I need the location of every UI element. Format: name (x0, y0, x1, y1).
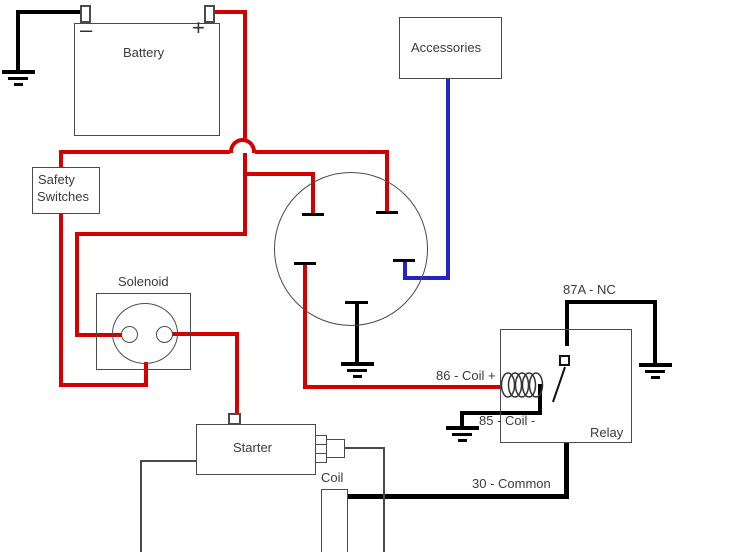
wire-ignition-ground (355, 303, 359, 364)
relay-label: Relay (590, 425, 624, 440)
wire-relay-85-horizontal (460, 411, 542, 415)
wire-accessories-vertical (446, 79, 450, 280)
wire-battery-negative-horizontal (16, 10, 82, 14)
relay-internals (500, 355, 570, 403)
solenoid-terminal-left (121, 326, 138, 343)
wire-solenoid-to-starter-horizontal (168, 332, 239, 336)
wire-ignition-to-relay-vertical (303, 265, 307, 389)
ground-symbol-relay-87a (637, 363, 673, 379)
wire-safety-switch-vertical (59, 150, 63, 387)
wire-starter-to-coil-horizontal (345, 447, 384, 449)
starter-top-terminal (228, 413, 241, 425)
wire-battery-negative-vertical (16, 10, 20, 72)
solenoid-box (96, 293, 191, 370)
relay-switch-contact (559, 355, 570, 366)
starter-label: Starter (233, 440, 273, 455)
ground-symbol-battery (0, 70, 36, 86)
wire-crossover-hump (229, 138, 256, 153)
battery-terminal-positive (204, 5, 215, 23)
wire-safety-to-ignition-right (255, 150, 389, 154)
ignition-terminal-right (393, 259, 415, 262)
safety-switches-label-line2: Switches (37, 189, 90, 204)
wire-to-solenoid-horizontal-upper (75, 232, 247, 236)
wire-solenoid-bottom-stub (144, 362, 148, 387)
ground-symbol-ignition (339, 362, 375, 378)
relay-coil-winding (500, 372, 544, 398)
wire-starter-left-horizontal (140, 460, 196, 462)
battery-minus-sign: – (80, 17, 93, 42)
ignition-switch-circle (274, 172, 428, 326)
ignition-terminal-top-right (376, 211, 398, 214)
relay-box (500, 329, 632, 443)
wire-battery-positive-horizontal (213, 10, 247, 14)
relay-87a-label: 87A - NC (563, 282, 616, 297)
relay-switch-arm (552, 366, 566, 403)
safety-switches-label-line1: Safety (38, 172, 75, 187)
wire-accessories-horizontal (403, 276, 450, 280)
wire-solenoid-to-starter-vertical (235, 332, 239, 418)
battery-label: Battery (123, 45, 165, 60)
ignition-terminal-left (294, 262, 316, 265)
starter-connector-lug (326, 439, 345, 458)
wire-relay-87a-vertical-outer (653, 300, 657, 363)
battery-box (74, 23, 220, 136)
wire-starter-to-coil-vertical (383, 447, 385, 552)
wire-relay-87a-vertical-inner (565, 300, 569, 346)
relay-86-label: 86 - Coil + (436, 368, 496, 383)
accessories-label: Accessories (411, 40, 482, 55)
starter-connector-cell-3 (315, 453, 327, 463)
ground-symbol-relay-85 (444, 426, 480, 442)
relay-85-label: 85 - Coil - (479, 413, 536, 428)
solenoid-label: Solenoid (118, 274, 169, 289)
wire-relay-30-vertical (564, 443, 569, 499)
wire-safety-to-solenoid-bottom (59, 383, 148, 387)
safety-switches-box (32, 167, 100, 214)
solenoid-terminal-right (156, 326, 173, 343)
battery-plus-sign: + (192, 15, 205, 40)
wire-starter-left-vertical (140, 460, 142, 552)
battery-terminal-negative (80, 5, 91, 23)
ignition-terminal-top-left (302, 213, 324, 216)
relay-30-label: 30 - Common (472, 476, 551, 491)
wire-relay-85-vertical-outer (460, 411, 464, 426)
wire-relay-87a-horizontal (565, 300, 657, 304)
wire-safety-to-ignition-left (59, 150, 230, 154)
wire-battery-positive-vertical (243, 10, 247, 236)
accessories-box (399, 17, 502, 79)
wire-relay-30-horizontal (348, 494, 569, 499)
starter-box (196, 424, 316, 475)
coil-label: Coil (321, 470, 344, 485)
wire-battery-to-ignition-horizontal (243, 172, 315, 176)
wire-relay-85-vertical-inner (538, 384, 542, 415)
ignition-terminal-bottom (345, 301, 368, 304)
coil-box (321, 489, 348, 552)
wire-to-solenoid-terminal (79, 333, 129, 337)
wire-ignition-to-relay-horizontal (303, 385, 502, 389)
solenoid-body-circle (112, 303, 178, 364)
wire-to-solenoid-vertical (75, 232, 79, 337)
